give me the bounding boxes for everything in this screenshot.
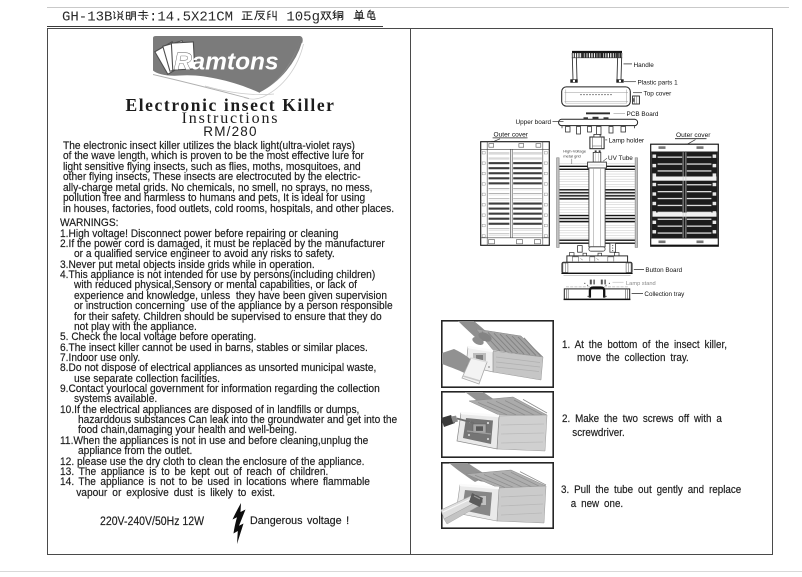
svg-text:Outer cover: Outer cover: [494, 131, 529, 138]
svg-text:Handle: Handle: [634, 62, 655, 69]
svg-text:High-Voltage: High-Voltage: [563, 149, 587, 154]
svg-text:UV Tube: UV Tube: [608, 155, 633, 162]
svg-text:PCB Board: PCB Board: [627, 111, 659, 118]
svg-text:amtons: amtons: [192, 48, 279, 75]
svg-text:Button Board: Button Board: [645, 267, 682, 274]
svg-text:Lamp stand: Lamp stand: [626, 281, 656, 287]
svg-text:Top cover: Top cover: [644, 90, 673, 97]
svg-text:R: R: [174, 48, 192, 75]
svg-text:Upper board: Upper board: [515, 119, 551, 126]
svg-text:Outer cover: Outer cover: [676, 132, 711, 139]
svg-text:Plastic parts 1: Plastic parts 1: [638, 79, 679, 86]
svg-text:Collection tray: Collection tray: [644, 291, 685, 298]
svg-text:metal grid: metal grid: [563, 153, 581, 158]
svg-text:Lamp holder: Lamp holder: [609, 138, 645, 145]
